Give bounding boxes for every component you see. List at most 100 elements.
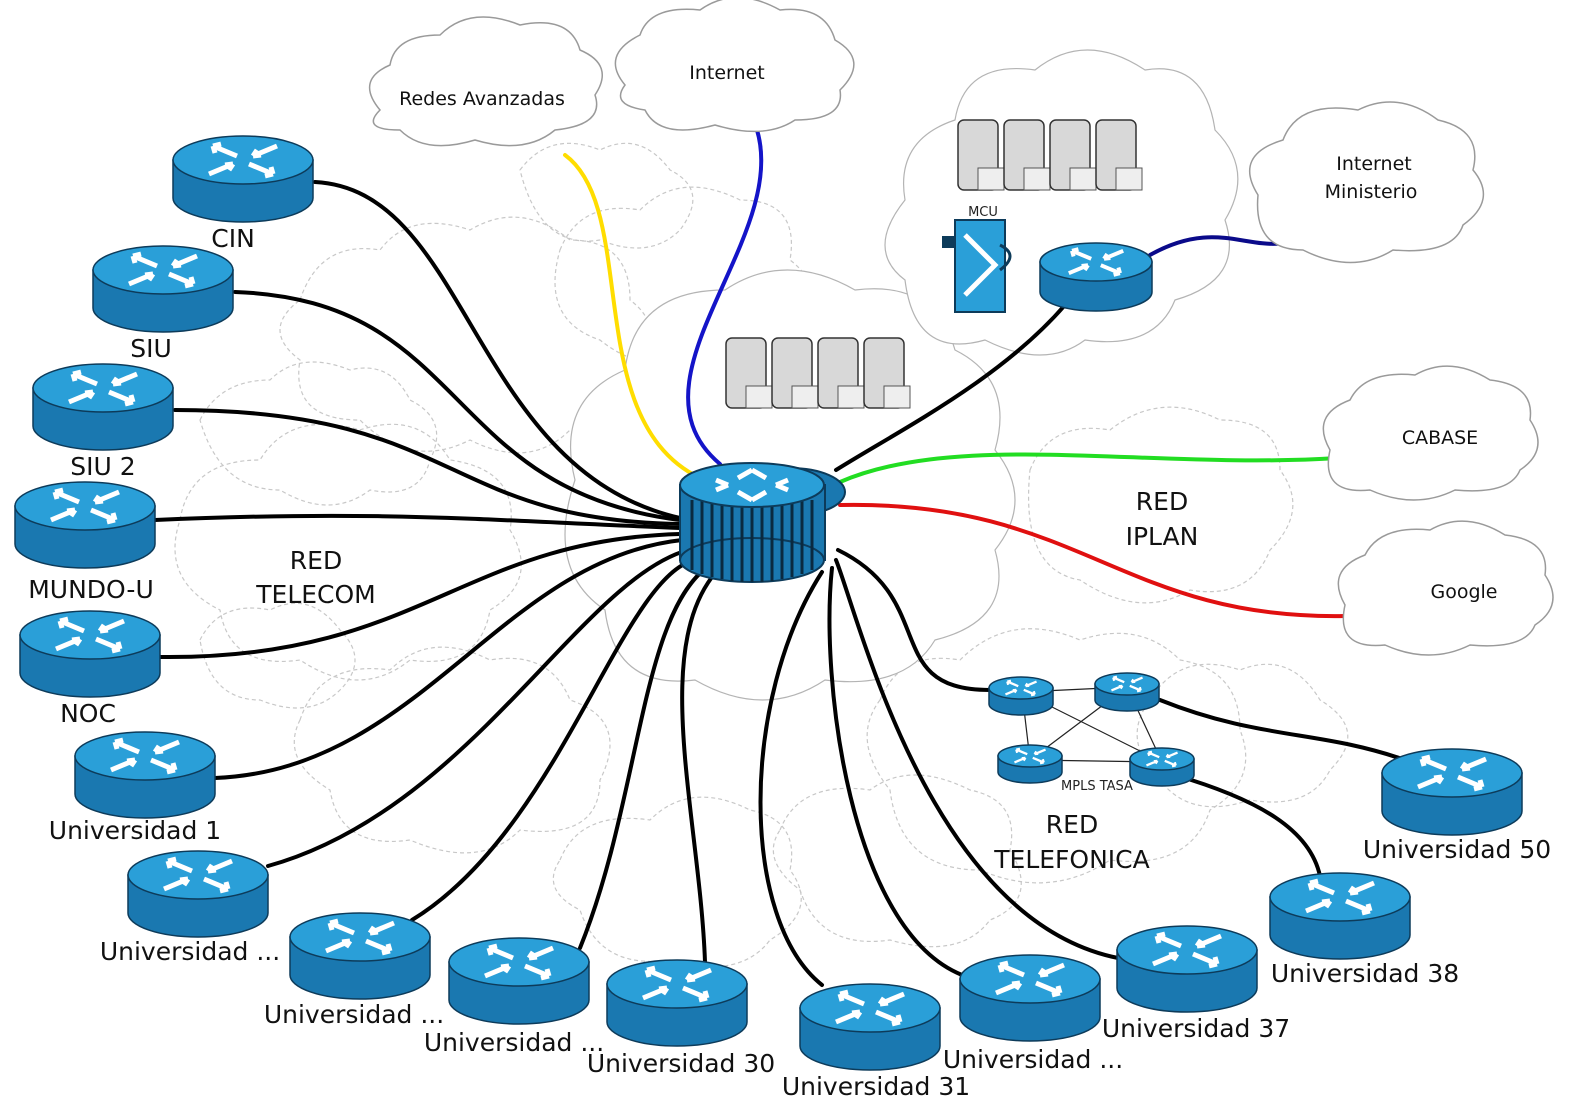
link-mpls (836, 548, 992, 692)
ministerio-servers (957, 119, 1143, 191)
router-label-universidad-a: Universidad ... (100, 937, 280, 966)
router-universidad-31 (799, 983, 941, 1071)
router-universidad-30 (606, 959, 748, 1047)
router-arrows-icon (835, 989, 905, 1027)
link-ministerio-router (834, 303, 1067, 472)
external-clouds (368, 0, 1554, 656)
router-arrows-icon (128, 251, 198, 289)
net-label-telecom-2: TELECOM (255, 580, 376, 609)
router-universidad-37 (1116, 925, 1258, 1013)
router-mundo-u (14, 481, 156, 569)
cloud-label-internet: Internet (689, 62, 764, 84)
cloud-redes-avanzadas (368, 16, 603, 147)
link-internet (686, 128, 764, 466)
link-google (838, 502, 1347, 619)
link-mundo-u (153, 513, 682, 530)
link-siu2 (173, 408, 682, 526)
link-universidad-31 (758, 570, 824, 987)
link-universidad-d (827, 566, 964, 977)
router-label-universidad-31: Universidad 31 (782, 1072, 970, 1101)
router-arrows-icon (995, 960, 1065, 998)
cloud-cabase (1322, 365, 1539, 501)
link-cabase (838, 452, 1340, 484)
router-arrows-icon (325, 918, 395, 956)
router-mpls4 (1129, 747, 1195, 787)
router-label-universidad-30: Universidad 30 (587, 1049, 775, 1078)
net-label-telecom-1: RED (290, 546, 342, 575)
router-arrows-icon (1305, 878, 1375, 916)
mcu-device (942, 219, 1012, 313)
router-label-universidad-50: Universidad 50 (1363, 835, 1551, 864)
router-arrows-icon (55, 616, 125, 654)
link-universidad-37 (834, 558, 1120, 960)
links (153, 180, 1407, 987)
router-arrows-icon (1152, 931, 1222, 969)
core-servers (725, 337, 911, 409)
link-universidad-30 (680, 570, 718, 964)
link-universidad-b (410, 558, 696, 922)
link-redes-avanzadas (563, 153, 702, 480)
link-universidad-38 (1173, 773, 1322, 878)
router-arrows-icon (1005, 679, 1037, 697)
router-mpls2 (1094, 672, 1160, 712)
router-arrows-icon (1146, 750, 1178, 768)
net-label-iplan-1: RED (1136, 487, 1188, 516)
router-universidad-1 (74, 731, 216, 819)
cloud-google (1337, 520, 1554, 656)
router-cin (172, 135, 314, 223)
link-universidad-c (578, 566, 708, 950)
router-arrows-icon (68, 369, 138, 407)
net-label-iplan-2: IPLAN (1126, 522, 1199, 551)
router-arrows-icon (642, 965, 712, 1003)
mpls-label: MPLS TASA (1061, 779, 1133, 794)
router-label-universidad-c: Universidad ... (424, 1028, 604, 1057)
router-universidad-50 (1381, 748, 1523, 836)
router-universidad-c (448, 937, 590, 1025)
router-label-universidad-b: Universidad ... (264, 1000, 444, 1029)
link-universidad-a (266, 548, 690, 868)
core-hub-router (679, 462, 846, 583)
router-arrows-icon (1417, 754, 1487, 792)
net-label-telefonica-1: RED (1046, 810, 1098, 839)
cloud-label-cabase: CABASE (1402, 427, 1478, 449)
link-siu (233, 290, 682, 522)
router-arrows-icon (484, 943, 554, 981)
cloud-label-internet-ministerio-2: Ministerio (1325, 181, 1418, 203)
link-universidad-50 (1158, 698, 1407, 762)
router-arrows-icon (163, 856, 233, 894)
link-noc (158, 532, 682, 660)
router-universidad-a (127, 850, 269, 938)
cloud-label-internet-ministerio-1: Internet (1336, 153, 1411, 175)
router-universidad-38 (1269, 872, 1411, 960)
router-label-cin: CIN (211, 224, 255, 253)
cloud-label-redes-avanzadas: Redes Avanzadas (399, 88, 565, 110)
router-noc (19, 610, 161, 698)
router-siu (92, 245, 234, 333)
router-label-siu2: SIU 2 (70, 452, 135, 481)
router-arrows-icon (1111, 675, 1143, 693)
cloud-internet-ministerio (1249, 101, 1485, 264)
router-arrows-icon (208, 141, 278, 179)
router-universidad-d (959, 954, 1101, 1042)
router-arrows-icon (1068, 247, 1124, 277)
mcu-label: MCU (968, 205, 998, 220)
router-arrows-icon (1014, 747, 1046, 765)
router-label-universidad-38: Universidad 38 (1271, 959, 1459, 988)
router-arrows-icon (110, 737, 180, 775)
router-ministerio (1039, 242, 1153, 312)
cloud-internet (614, 0, 855, 133)
router-arrows-icon (50, 487, 120, 525)
cloud-label-google: Google (1430, 581, 1497, 603)
router-siu2 (32, 363, 174, 451)
router-mpls1 (988, 676, 1054, 716)
router-universidad-b (289, 912, 431, 1000)
router-mpls3 (997, 744, 1063, 784)
router-label-noc: NOC (60, 699, 116, 728)
router-label-universidad-1: Universidad 1 (49, 816, 221, 845)
router-label-universidad-d: Universidad ... (943, 1045, 1123, 1074)
router-label-siu: SIU (130, 334, 172, 363)
labels: Redes Avanzadas Internet Internet Minist… (255, 62, 1497, 874)
link-cin (313, 180, 682, 520)
